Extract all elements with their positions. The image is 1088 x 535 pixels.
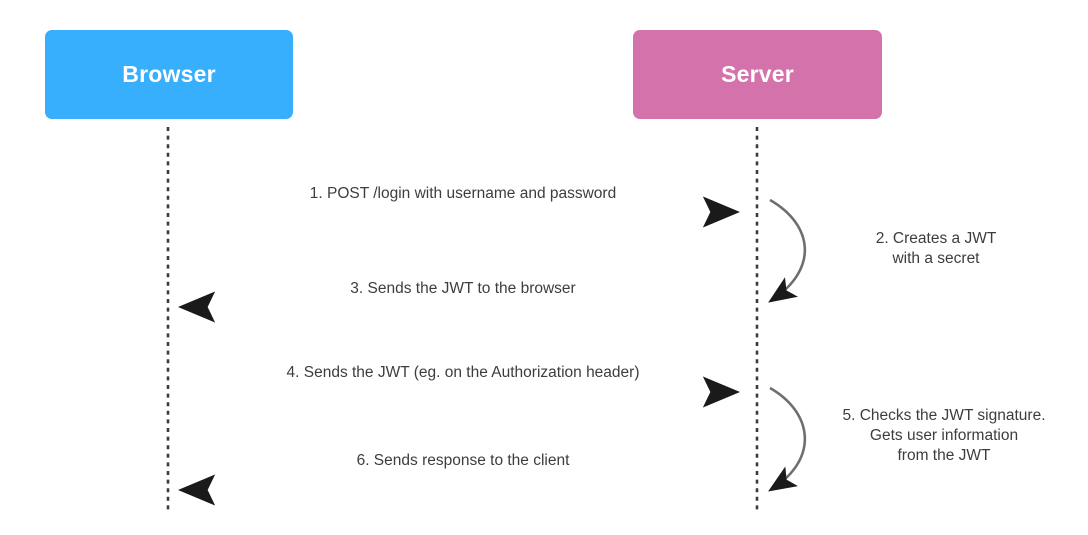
message-label-2-line-2: with a secret	[892, 250, 980, 267]
actor-box-browser[interactable]: Browser	[45, 30, 293, 119]
self-loop-arrow-5	[768, 386, 807, 492]
message-label-5-line-3: from the JWT	[897, 447, 991, 464]
self-loop-arrow-2	[768, 198, 807, 303]
message-label-5: 5. Checks the JWT signature. Gets user i…	[837, 406, 1052, 466]
actor-label-browser: Browser	[122, 61, 216, 87]
message-label-5-line-2: Gets user information	[869, 427, 1019, 444]
message-label-1: 1. POST /login with username and passwor…	[309, 185, 617, 202]
message-label-6: 6. Sends response to the client	[356, 452, 570, 469]
message-label-3: 3. Sends the JWT to the browser	[350, 280, 576, 297]
actor-box-server[interactable]: Server	[633, 30, 882, 119]
message-label-4: 4. Sends the JWT (eg. on the Authorizati…	[286, 364, 640, 381]
message-label-2: 2. Creates a JWT with a secret	[836, 229, 1036, 269]
message-label-2-line-1: 2. Creates a JWT	[875, 230, 997, 247]
message-label-5-line-1: 5. Checks the JWT signature.	[842, 407, 1046, 424]
actor-label-server: Server	[721, 61, 794, 87]
